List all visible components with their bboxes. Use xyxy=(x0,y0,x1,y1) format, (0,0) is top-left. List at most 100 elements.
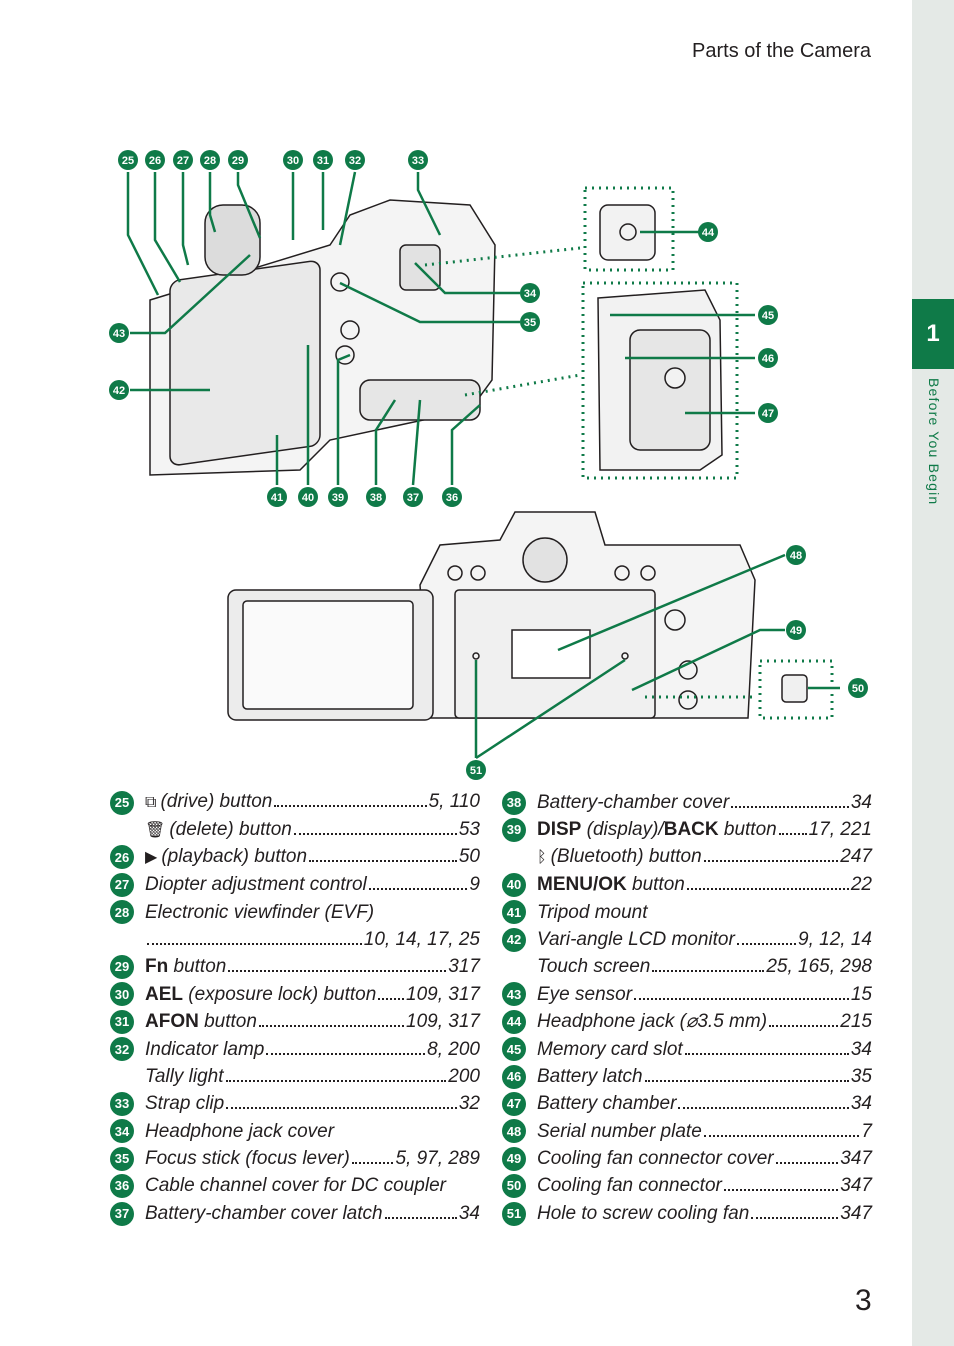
item-label-bold: AFON xyxy=(145,1011,199,1033)
leader-dots xyxy=(686,888,849,891)
page-number: 3 xyxy=(855,1284,872,1317)
leader-dots xyxy=(703,1134,860,1137)
leader-dots xyxy=(309,860,457,863)
callout-34: 34 xyxy=(520,283,540,303)
item-text: Cooling fan connector cover 347 xyxy=(537,1145,872,1172)
callout-37: 37 xyxy=(403,487,423,507)
callout-25: 25 xyxy=(118,150,138,170)
callout-badge: 34 xyxy=(110,1119,134,1144)
leader-dots xyxy=(652,970,765,973)
item-label: Serial number plate xyxy=(537,1118,702,1145)
page-reference: 50 xyxy=(458,846,480,868)
callout-47: 47 xyxy=(758,403,778,423)
camera-illustrations: 25 26 27 28 29 30 31 32 33 44 45 46 47 4… xyxy=(109,150,868,780)
svg-text:50: 50 xyxy=(852,683,864,695)
cooling-fan-connector-inset-frame xyxy=(758,659,834,720)
camera-back-lcd-open-illustration xyxy=(227,511,756,721)
callout-leader-lines xyxy=(126,171,840,760)
item-label: Vari-angle LCD monitor xyxy=(537,926,735,953)
callout-badge: 42 xyxy=(502,927,526,952)
item-label: DISP (display)/BACK button xyxy=(537,816,777,843)
item-label: 🗑(delete) button xyxy=(145,816,292,844)
leader-dots xyxy=(384,1216,457,1219)
item-label-text: Tally light xyxy=(145,1065,224,1087)
callout-badge: 38 xyxy=(502,790,526,815)
item-label-text: (display)/ xyxy=(581,819,664,841)
leader-dots xyxy=(775,1162,839,1165)
callout-31: 31 xyxy=(313,150,333,170)
page-reference: 7 xyxy=(861,1120,872,1142)
leader-dots xyxy=(147,942,362,945)
inset-connector-dots xyxy=(424,246,581,397)
page-reference: 5, 97, 289 xyxy=(395,1148,480,1170)
leader-dots xyxy=(723,1189,839,1192)
page-reference: 25, 165, 298 xyxy=(766,956,872,978)
callout-41: 41 xyxy=(267,487,287,507)
item-label-text: Cooling fan connector cover xyxy=(537,1148,774,1170)
item-label: Cooling fan connector cover xyxy=(537,1145,774,1172)
callout-35: 35 xyxy=(520,312,540,332)
page-reference: 22 xyxy=(850,874,872,896)
item-label: Hole to screw cooling fan xyxy=(537,1200,749,1227)
item-label-text: Headphone jack cover xyxy=(145,1120,335,1142)
callout-42: 42 xyxy=(109,380,129,400)
chapter-tab[interactable]: 1 xyxy=(912,299,954,369)
callout-38: 38 xyxy=(366,487,386,507)
callout-44: 44 xyxy=(698,222,718,242)
page-reference: 10, 14, 17, 25 xyxy=(363,928,480,950)
callout-29: 29 xyxy=(228,150,248,170)
svg-text:32: 32 xyxy=(349,155,361,167)
svg-text:41: 41 xyxy=(271,492,283,504)
svg-text:39: 39 xyxy=(332,492,344,504)
callout-28: 28 xyxy=(200,150,220,170)
item-label-text: Vari-angle LCD monitor xyxy=(537,928,735,950)
svg-text:46: 46 xyxy=(762,353,774,365)
item-label-text: button xyxy=(168,956,227,978)
item-label: AEL (exposure lock) button xyxy=(145,981,376,1008)
item-label-text: Memory card slot xyxy=(537,1038,683,1060)
page-reference: 34 xyxy=(458,1202,480,1224)
item-label-text: (exposure lock) button xyxy=(183,983,377,1005)
leader-dots xyxy=(351,1162,394,1165)
item-label: Electronic viewfinder (EVF) xyxy=(145,899,374,926)
leader-dots xyxy=(731,805,849,808)
item-label: Indicator lamp xyxy=(145,1036,264,1063)
callout-badge: 30 xyxy=(110,982,134,1007)
page-reference: 15 xyxy=(850,983,872,1005)
leader-dots xyxy=(368,888,468,891)
svg-text:30: 30 xyxy=(287,155,299,167)
item-label-text: Battery-chamber cover xyxy=(537,791,730,813)
leader-dots xyxy=(678,1107,849,1110)
callout-badge: 40 xyxy=(502,872,526,897)
callout-48: 48 xyxy=(786,545,806,565)
item-label-text: Battery latch xyxy=(537,1065,643,1087)
svg-text:27: 27 xyxy=(177,155,189,167)
callout-numbers: 25 26 27 28 29 30 31 32 33 44 45 46 47 4… xyxy=(109,150,868,780)
svg-text:31: 31 xyxy=(317,155,329,167)
cooling-fan-connector-port xyxy=(781,674,808,703)
callout-badge: 51 xyxy=(502,1201,526,1226)
page-reference: 347 xyxy=(840,1148,872,1170)
leader-dots xyxy=(751,1216,839,1219)
